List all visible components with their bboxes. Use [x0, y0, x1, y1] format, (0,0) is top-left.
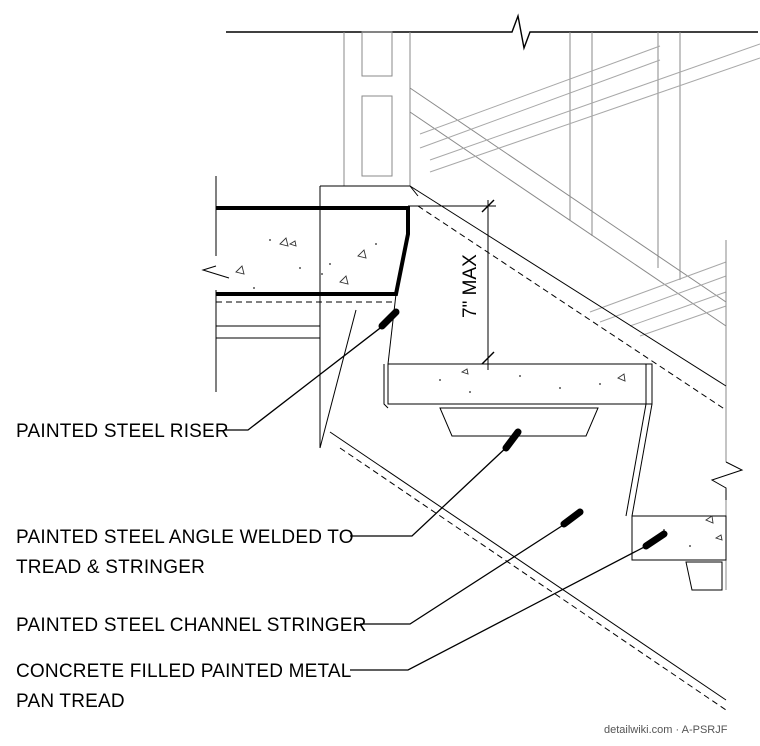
- label-angle-line1: PAINTED STEEL ANGLE WELDED TO: [16, 527, 354, 548]
- rise-dimension: 7" MAX: [408, 199, 496, 370]
- callout-labels: PAINTED STEEL RISER PAINTED STEEL ANGLE …: [16, 421, 367, 712]
- leaders: [224, 308, 668, 671]
- rise-dimension-label: 7" MAX: [460, 254, 481, 318]
- label-riser: PAINTED STEEL RISER: [16, 421, 229, 442]
- pan-tread-1: [383, 363, 653, 517]
- left-wall: [201, 176, 320, 392]
- background-framing: [343, 31, 760, 590]
- label-channel: PAINTED STEEL CHANNEL STRINGER: [16, 615, 367, 636]
- landing-slab: [216, 206, 410, 303]
- label-tread-line1: CONCRETE FILLED PAINTED METAL: [16, 661, 352, 682]
- upper-floor-line: [226, 13, 758, 51]
- channel-stringer: [329, 185, 727, 711]
- label-angle-line2: TREAD & STRINGER: [16, 557, 205, 578]
- label-tread-line2: PAN TREAD: [16, 691, 125, 712]
- credit-text: detailwiki.com · A-PSRJF: [604, 724, 728, 736]
- landing-beam: [319, 185, 419, 449]
- pan-tread-2: [631, 461, 744, 591]
